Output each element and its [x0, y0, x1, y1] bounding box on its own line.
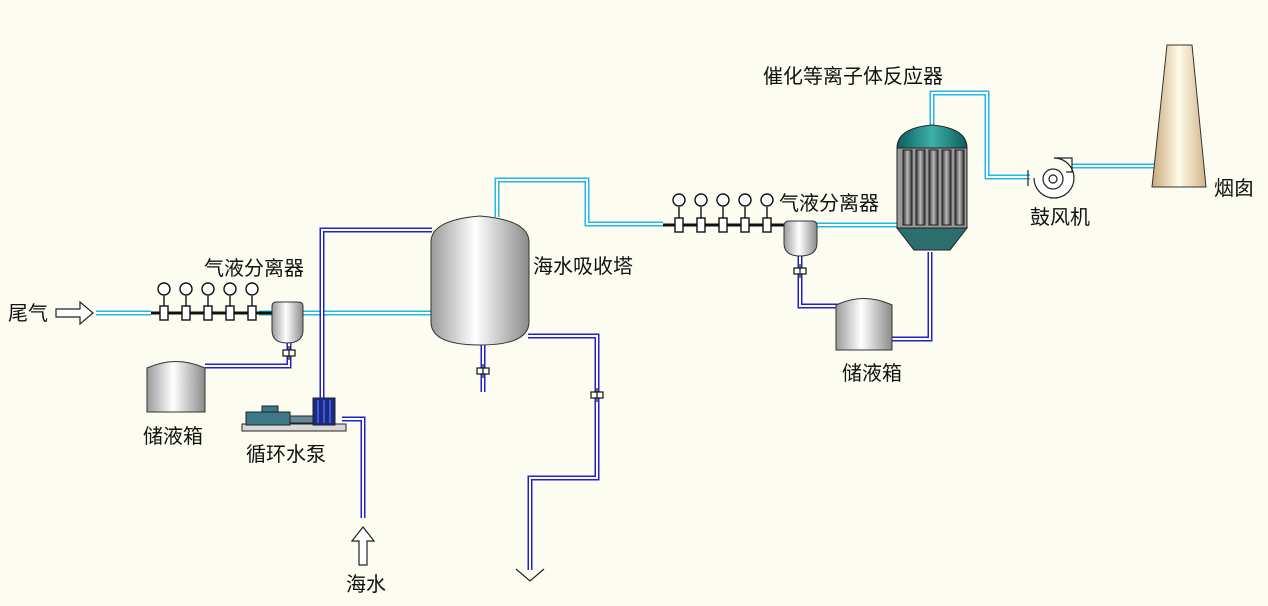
absorber-outlet-line [527, 333, 600, 570]
blower-fan [1027, 157, 1075, 199]
plasma-reactor [895, 124, 969, 251]
right-manifold [663, 193, 785, 233]
gas-lines [96, 90, 1160, 316]
chimney-label: 烟囱 [1214, 176, 1254, 200]
circulation-pump [241, 397, 347, 432]
left-separator-drain-line [205, 342, 292, 369]
valve-absorber-outlet-icon [590, 388, 604, 402]
blower-label: 鼓风机 [1030, 205, 1090, 229]
left-tank-label: 储液箱 [143, 424, 203, 448]
right-separator-label: 气液分离器 [779, 191, 879, 215]
left-storage-tank [146, 361, 206, 413]
valve-icons [282, 264, 807, 402]
right-storage-tank [835, 298, 893, 351]
seawater-absorber-tower [430, 215, 530, 346]
seawater-in-label: 海水 [346, 572, 386, 596]
outlet-arrow [515, 568, 545, 582]
valve-right-separator-icon [793, 264, 807, 278]
valve-absorber-drain-icon [476, 364, 490, 378]
reactor-label: 催化等离子体反应器 [763, 64, 943, 88]
pump-label: 循环水泵 [246, 442, 326, 466]
right-gauge-icons [672, 193, 774, 218]
reactor-to-tank-line [890, 252, 933, 342]
left-separator-vessel [271, 301, 304, 344]
chimney-stack [1151, 44, 1207, 188]
left-separator-label: 气液分离器 [204, 256, 304, 280]
valve-left-separator-icon [282, 346, 296, 360]
tail-gas-label: 尾气 [8, 301, 48, 325]
tail-gas-arrow [55, 300, 94, 326]
right-separator-drain-line [797, 254, 838, 309]
absorber-label: 海水吸收塔 [533, 254, 633, 278]
seawater-in-arrow [350, 526, 376, 566]
left-manifold [151, 282, 272, 321]
absorber-to-separator-line [494, 177, 663, 227]
right-separator-vessel [783, 220, 818, 257]
left-gauge-icons [157, 282, 259, 306]
right-tank-label: 储液箱 [842, 361, 902, 385]
seawater-inlet-line [342, 416, 366, 518]
